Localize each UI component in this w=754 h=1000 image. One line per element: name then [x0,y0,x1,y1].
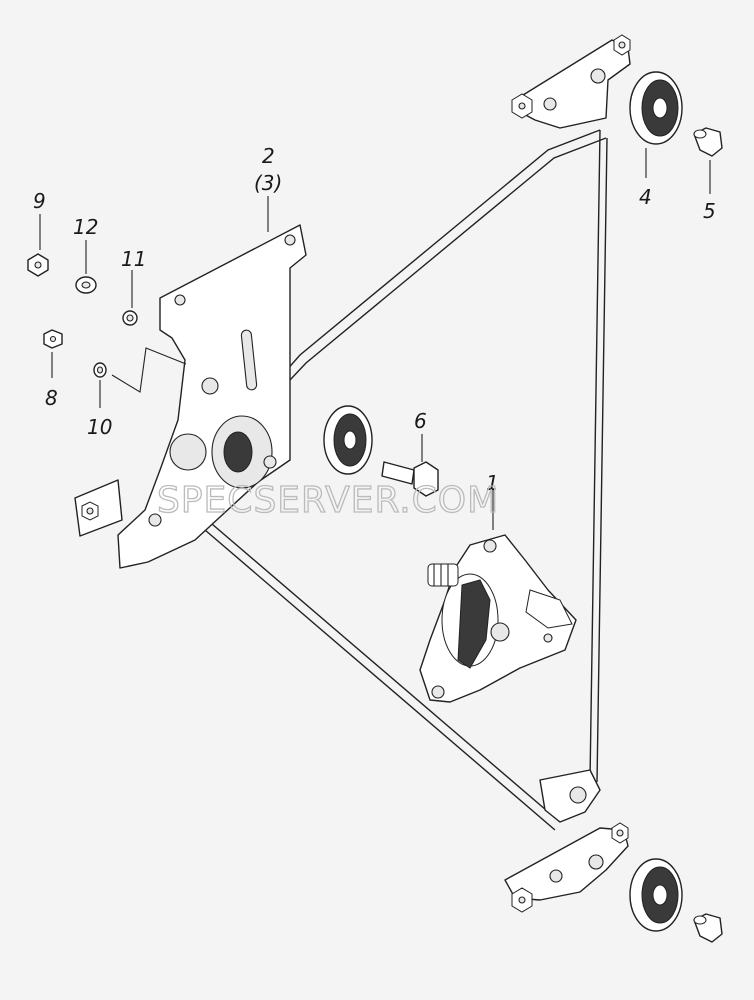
callout-10: 10 [87,415,112,439]
cap-upper [693,127,723,157]
callout-12: 12 [73,215,98,239]
roller-lower [629,858,683,932]
roller-middle [323,405,373,475]
cap-lower [693,913,723,943]
callout-4: 4 [639,185,652,209]
callout-2: 2 [262,144,275,168]
top-bracket [511,34,631,129]
callout-8: 8 [45,386,58,410]
callout-3: (3) [254,171,282,195]
washer-11 [122,310,138,326]
washer-10 [93,362,107,378]
nut-8 [43,329,63,349]
regulator-mechanism [419,534,577,703]
leader-lines [39,148,711,530]
bottom-bracket [504,769,629,913]
guide-rails [204,129,608,831]
callout-9: 9 [33,189,46,213]
roller-bolt [381,461,439,497]
watermark: SPECSERVER.COM [157,480,499,521]
callouts: 1 2 (3) 4 5 6 8 9 10 11 12 [33,144,716,495]
callout-5: 5 [703,199,716,223]
washer-12 [75,276,97,294]
mounting-plate [74,224,307,569]
callout-11: 11 [121,247,146,271]
callout-1: 1 [486,471,499,495]
roller-upper [629,71,683,145]
nut-9 [27,253,49,277]
callout-6: 6 [414,409,427,433]
